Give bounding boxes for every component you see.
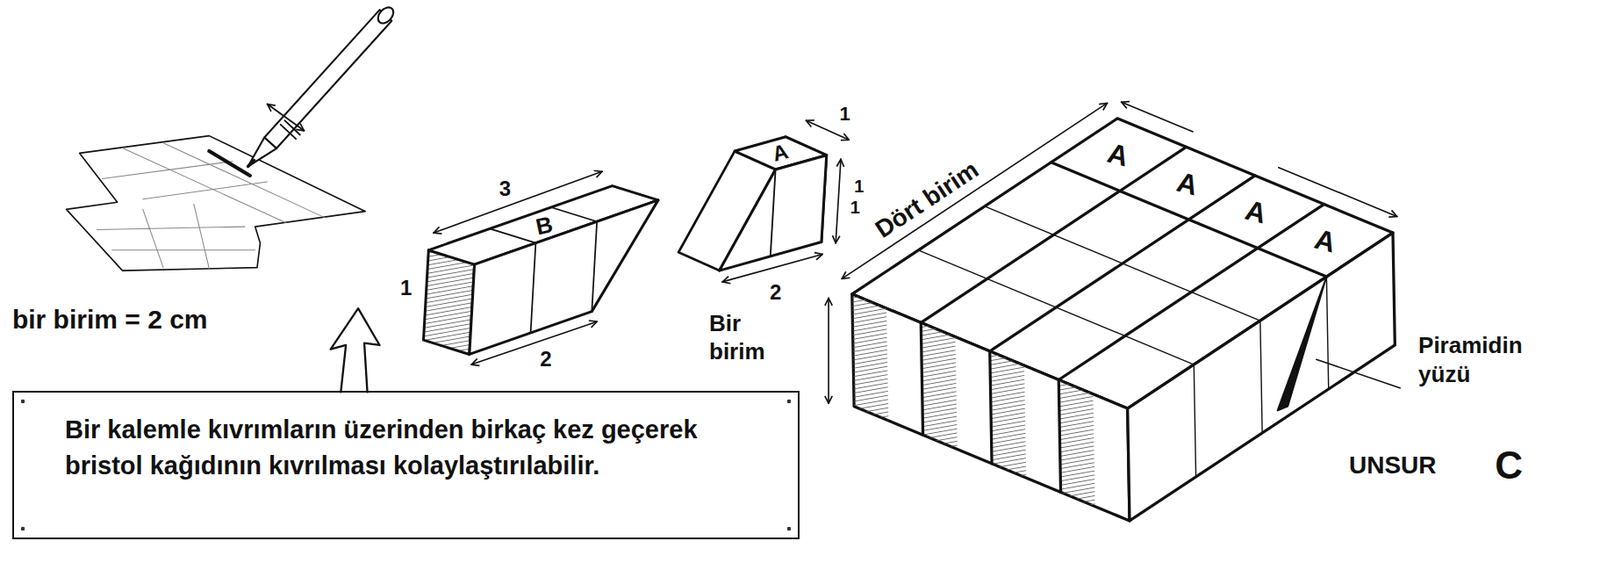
pencil-grip [280,120,301,139]
dimension-label: Bir birim [709,308,766,366]
pencil-lead [248,160,255,167]
callout-label: Piramidin yüzü [1418,330,1522,388]
block-b-dividers [489,207,597,333]
motion-arrow [267,104,305,131]
dimension-line [835,158,841,243]
dimension-line [471,321,597,365]
dimension-label: 2 [769,279,782,306]
block-a-front-face [719,155,827,271]
pencil-body [264,9,392,149]
score-line [208,150,251,176]
unit-letter: C [1494,439,1523,488]
dimension-line [1278,167,1398,217]
dimension-line [433,171,603,233]
block-a-divider [770,169,776,257]
note-box: Bir kalemle kıvrımların üzerinden birkaç… [12,390,800,539]
dimension-label: 3 [499,175,511,202]
dimension-line [841,102,1107,279]
unit-title: UNSUR [1348,448,1437,480]
dimension-line [1121,101,1193,132]
callout-arrow [330,308,381,392]
leader-line [1316,358,1400,388]
block-b-front-face [469,200,659,355]
dimension-label: 1 [400,274,412,302]
dimension-label: 1 [853,174,864,197]
unit-c-thick-grid [920,146,1327,492]
dimension-label: 2 [539,345,552,373]
unit-note: bir birim = 2 cm [12,302,209,337]
pyramid-face [1277,276,1328,410]
unit-c-thin-grid [918,206,1328,477]
net-grid [96,143,324,269]
paper-net [66,136,366,271]
dimension-label: 1 [839,101,851,127]
dimension-label: 1 [850,196,861,219]
pencil-tip [248,136,277,166]
block-b-end-face [423,250,474,355]
dimension-line [827,297,830,403]
pencil-end [374,4,396,27]
dimension-line [722,253,823,281]
note-text: Bir kalemle kıvrımların üzerinden birkaç… [64,411,763,483]
